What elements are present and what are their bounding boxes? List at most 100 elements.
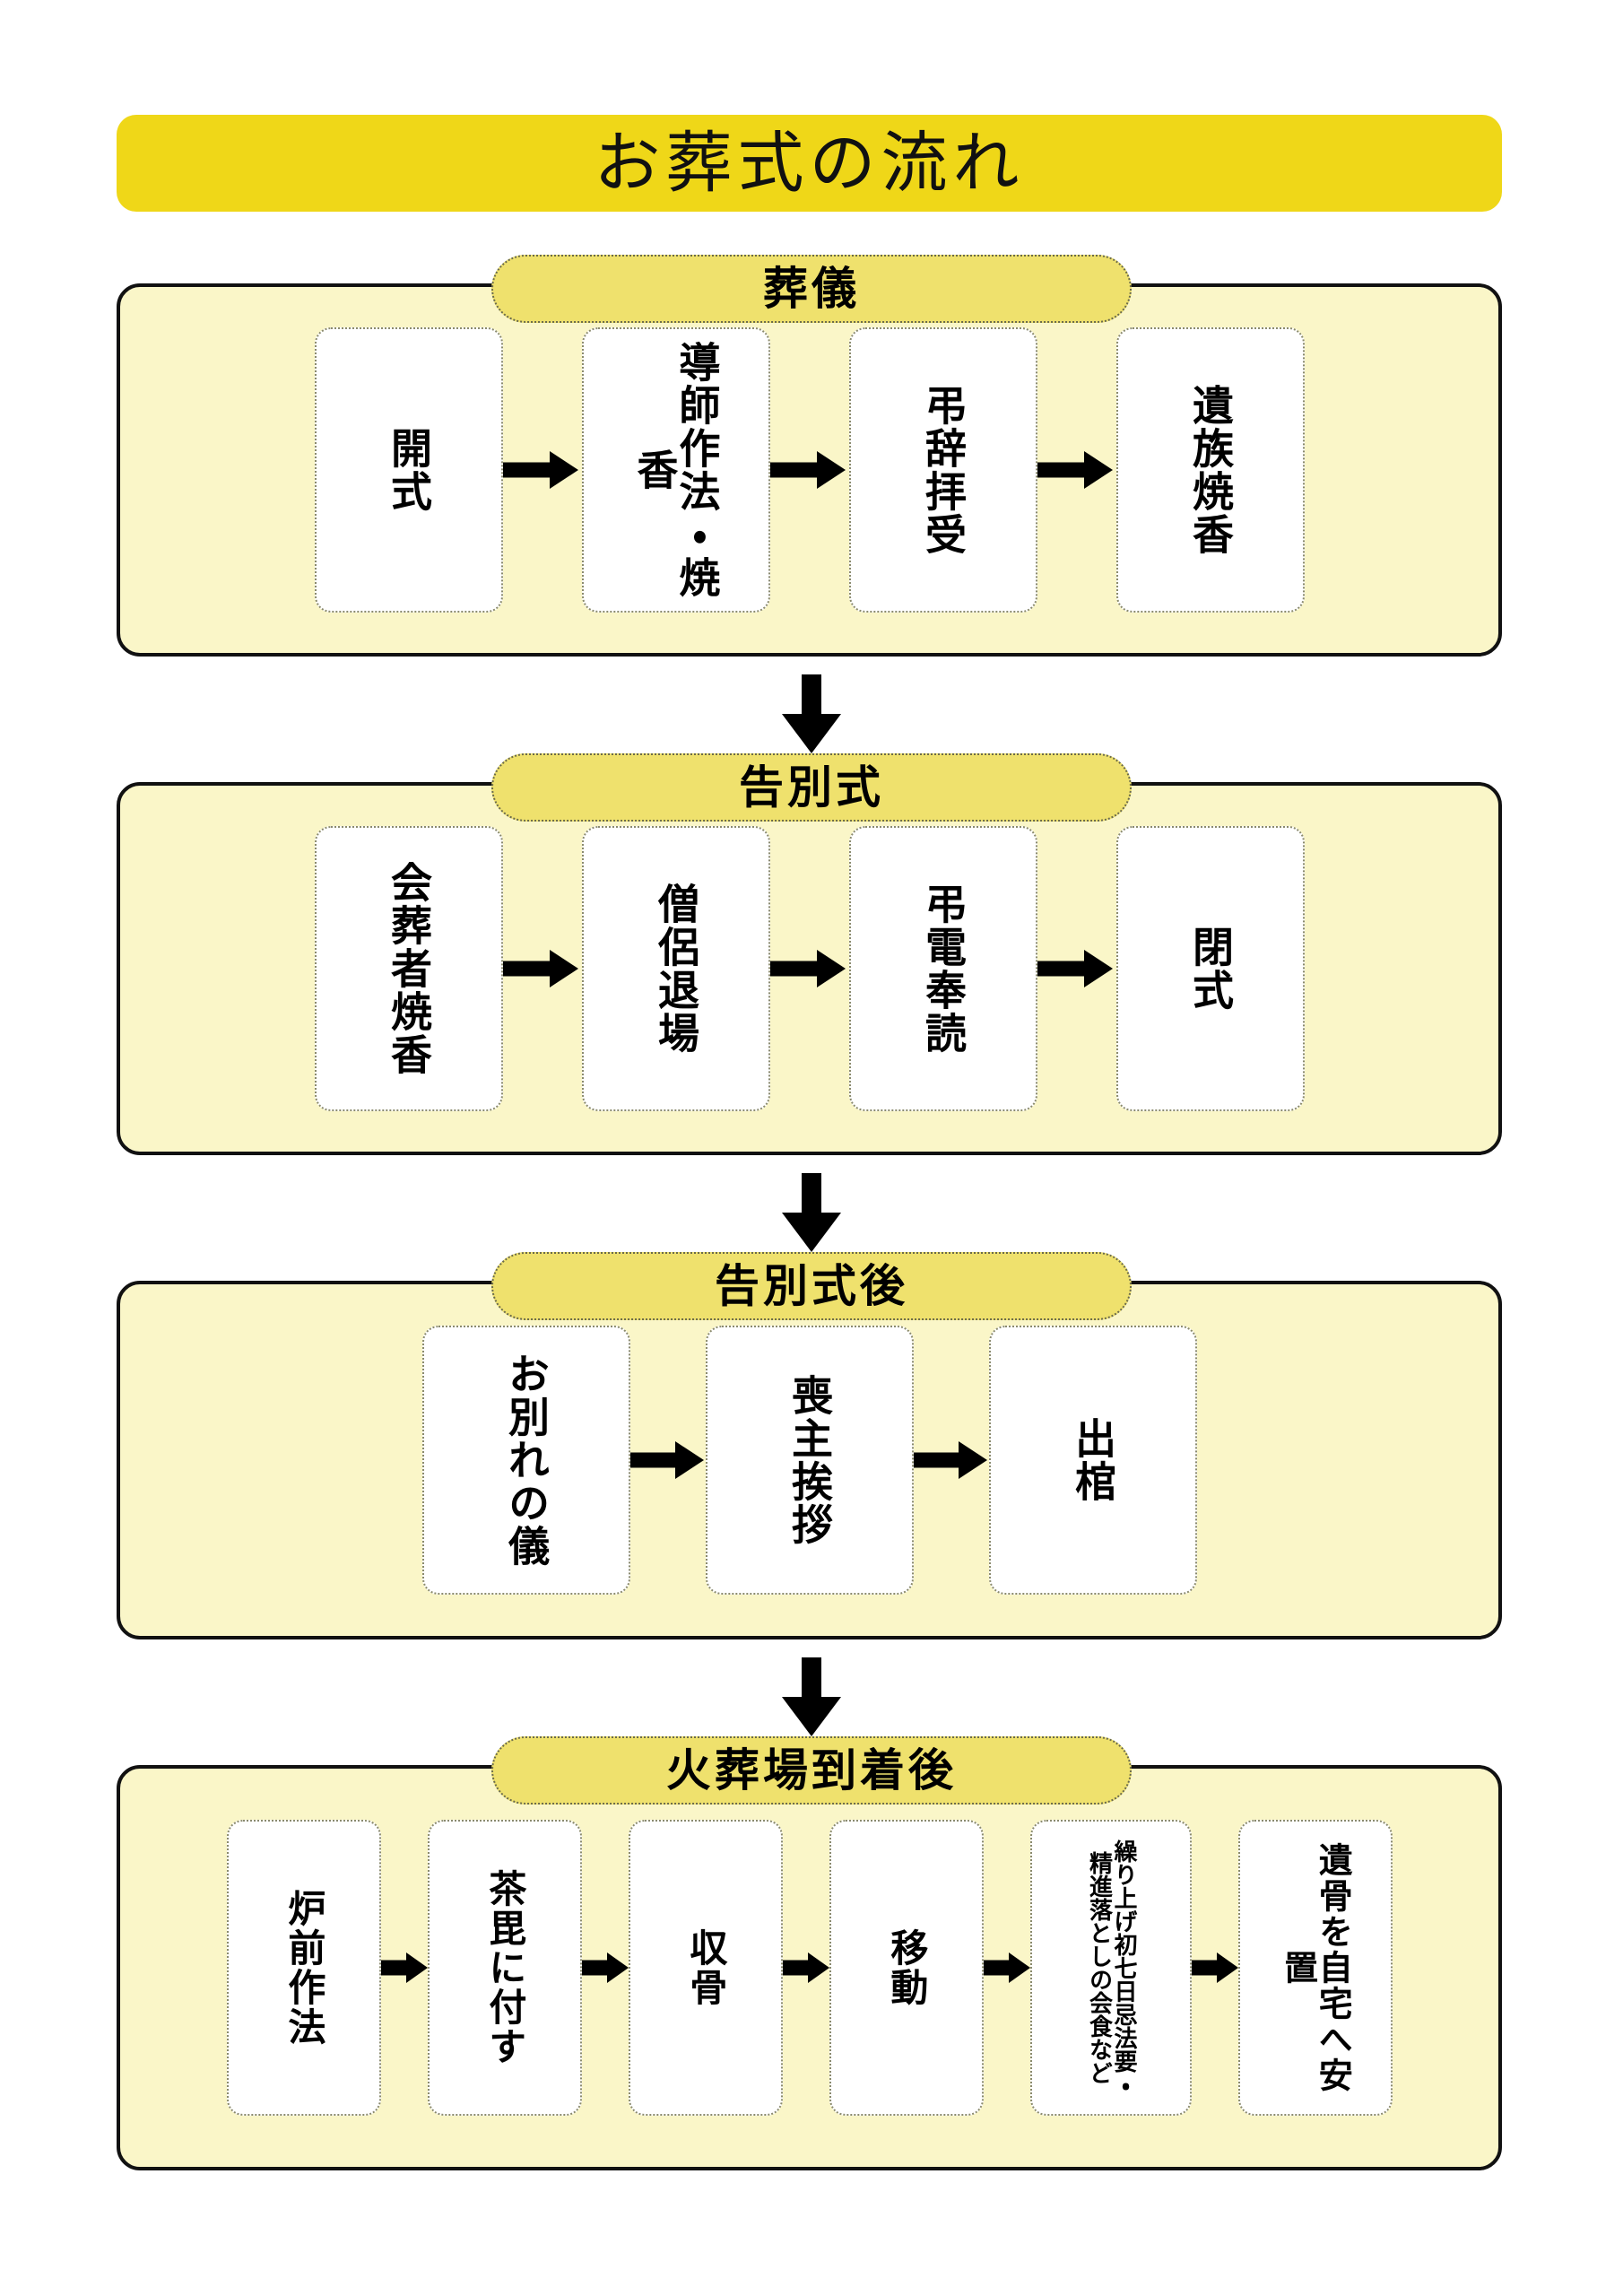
step-box: 炉前作法 bbox=[226, 1820, 381, 2116]
step-label: 遺骨を自宅へ安置 bbox=[1278, 1842, 1353, 2093]
step-box: 導師作法・焼香 bbox=[581, 327, 770, 613]
step-label: 炉前作法 bbox=[282, 1889, 326, 2047]
step-arrow-right-icon bbox=[502, 451, 582, 489]
section-panel-kokubetsushiki-go: お別れの儀 喪主挨拶 出棺 bbox=[117, 1281, 1502, 1639]
step-box: 弔電奉読 bbox=[848, 826, 1037, 1111]
step-label: 収骨 bbox=[683, 1928, 728, 2007]
arrow-head bbox=[782, 1697, 841, 1736]
step-box: 茶毘に付す bbox=[427, 1820, 582, 2116]
arrow-shaft bbox=[502, 462, 555, 478]
step-label: 弔辞拝受 bbox=[918, 384, 968, 556]
step-arrow-right-icon bbox=[581, 1950, 629, 1986]
page-title-banner: お葬式の流れ bbox=[117, 115, 1502, 212]
arrow-head bbox=[549, 950, 578, 987]
arrow-shaft bbox=[380, 1960, 410, 1976]
arrow-shaft bbox=[629, 1452, 679, 1468]
arrow-head bbox=[807, 1952, 829, 1983]
step-arrow-right-icon bbox=[1037, 451, 1116, 489]
step-label: 僧侶退場 bbox=[651, 883, 700, 1055]
step-label: 喪主挨拶 bbox=[785, 1374, 834, 1546]
section-connector-down-arrow-icon bbox=[782, 1657, 841, 1736]
arrow-head bbox=[1083, 451, 1113, 489]
arrow-head bbox=[405, 1952, 428, 1983]
arrow-head bbox=[549, 451, 578, 489]
step-arrow-right-icon bbox=[913, 1441, 989, 1479]
step-box: 弔辞拝受 bbox=[848, 327, 1037, 613]
step-box: 収骨 bbox=[628, 1820, 783, 2116]
arrow-head bbox=[816, 451, 846, 489]
arrow-shaft bbox=[802, 1173, 821, 1220]
section-panel-kokubetsushiki: 会葬者焼香 僧侶退場 弔電奉読 閉式 bbox=[117, 782, 1502, 1155]
step-box: 開式 bbox=[314, 327, 503, 613]
step-label: 茶毘に付す bbox=[482, 1869, 527, 2066]
arrow-shaft bbox=[502, 961, 555, 977]
arrow-shaft bbox=[1037, 961, 1089, 977]
arrow-head bbox=[1216, 1952, 1238, 1983]
section-connector-down-arrow-icon bbox=[782, 674, 841, 753]
step-label: お別れの儀 bbox=[501, 1352, 551, 1568]
page-title: お葬式の流れ bbox=[594, 125, 1025, 202]
step-box: 喪主挨拶 bbox=[705, 1326, 914, 1595]
arrow-head bbox=[674, 1441, 704, 1479]
step-box: お別れの儀 bbox=[421, 1326, 630, 1595]
arrow-shaft bbox=[782, 1960, 812, 1976]
step-arrow-right-icon bbox=[629, 1441, 706, 1479]
step-arrow-right-icon bbox=[1191, 1950, 1238, 1986]
section-header-label: 告別式 bbox=[739, 761, 884, 813]
step-arrow-right-icon bbox=[502, 950, 582, 987]
step-label: 弔電奉読 bbox=[918, 883, 968, 1055]
step-box: 移動 bbox=[829, 1820, 984, 2116]
step-box: 会葬者焼香 bbox=[314, 826, 503, 1111]
flow-row-kokubetsushiki-go: お別れの儀 喪主挨拶 出棺 bbox=[120, 1284, 1498, 1636]
arrow-shaft bbox=[769, 961, 822, 977]
section-header-label: 火葬場到着後 bbox=[666, 1744, 957, 1796]
step-label: 繰り上げ初七日忌法要・精進落としの会食など bbox=[1085, 1839, 1138, 2096]
step-box: 僧侶退場 bbox=[581, 826, 770, 1111]
step-arrow-right-icon bbox=[769, 451, 849, 489]
step-label: 会葬者焼香 bbox=[384, 861, 433, 1076]
arrow-head bbox=[816, 950, 846, 987]
section-header-label: 葬儀 bbox=[763, 263, 860, 315]
arrow-shaft bbox=[983, 1960, 1012, 1976]
step-arrow-right-icon bbox=[983, 1950, 1030, 1986]
flow-row-kasouba-touchaku-go: 炉前作法 茶毘に付す 収骨 移動 bbox=[120, 1769, 1498, 2167]
arrow-shaft bbox=[802, 674, 821, 721]
section-header-sogi: 葬儀 bbox=[491, 255, 1132, 323]
section-panel-sogi: 開式 導師作法・焼香 弔辞拝受 遺族焼香 bbox=[117, 283, 1502, 657]
section-header-label: 告別式後 bbox=[715, 1260, 908, 1312]
section-panel-kasouba-touchaku-go: 炉前作法 茶毘に付す 収骨 移動 bbox=[117, 1765, 1502, 2170]
step-label: 導師作法・焼香 bbox=[630, 341, 722, 599]
arrow-shaft bbox=[802, 1657, 821, 1704]
arrow-head bbox=[958, 1441, 987, 1479]
flow-row-sogi: 開式 導師作法・焼香 弔辞拝受 遺族焼香 bbox=[120, 287, 1498, 653]
section-header-kokubetsushiki: 告別式 bbox=[491, 753, 1132, 822]
flow-row-kokubetsushiki: 会葬者焼香 僧侶退場 弔電奉読 閉式 bbox=[120, 786, 1498, 1152]
step-arrow-right-icon bbox=[782, 1950, 829, 1986]
step-box: 繰り上げ初七日忌法要・精進落としの会食など bbox=[1029, 1820, 1192, 2116]
section-header-kasouba-touchaku-go: 火葬場到着後 bbox=[491, 1736, 1132, 1805]
step-arrow-right-icon bbox=[1037, 950, 1116, 987]
arrow-shaft bbox=[1037, 462, 1089, 478]
arrow-shaft bbox=[581, 1960, 611, 1976]
step-arrow-right-icon bbox=[769, 950, 849, 987]
step-label: 開式 bbox=[384, 427, 433, 513]
step-box: 遺族焼香 bbox=[1115, 327, 1305, 613]
arrow-shaft bbox=[769, 462, 822, 478]
step-label: 閉式 bbox=[1185, 926, 1235, 1012]
arrow-head bbox=[606, 1952, 629, 1983]
step-box: 出棺 bbox=[988, 1326, 1197, 1595]
arrow-head bbox=[782, 1213, 841, 1252]
step-label: 出棺 bbox=[1068, 1417, 1117, 1503]
step-box: 遺骨を自宅へ安置 bbox=[1237, 1820, 1393, 2116]
step-label: 移動 bbox=[884, 1928, 929, 2007]
arrow-head bbox=[1083, 950, 1113, 987]
step-label: 遺族焼香 bbox=[1185, 384, 1235, 556]
step-box: 閉式 bbox=[1115, 826, 1305, 1111]
section-connector-down-arrow-icon bbox=[782, 1173, 841, 1252]
arrow-shaft bbox=[913, 1452, 962, 1468]
section-header-kokubetsushiki-go: 告別式後 bbox=[491, 1252, 1132, 1320]
arrow-shaft bbox=[1191, 1960, 1220, 1976]
arrow-head bbox=[1008, 1952, 1030, 1983]
arrow-head bbox=[782, 714, 841, 753]
